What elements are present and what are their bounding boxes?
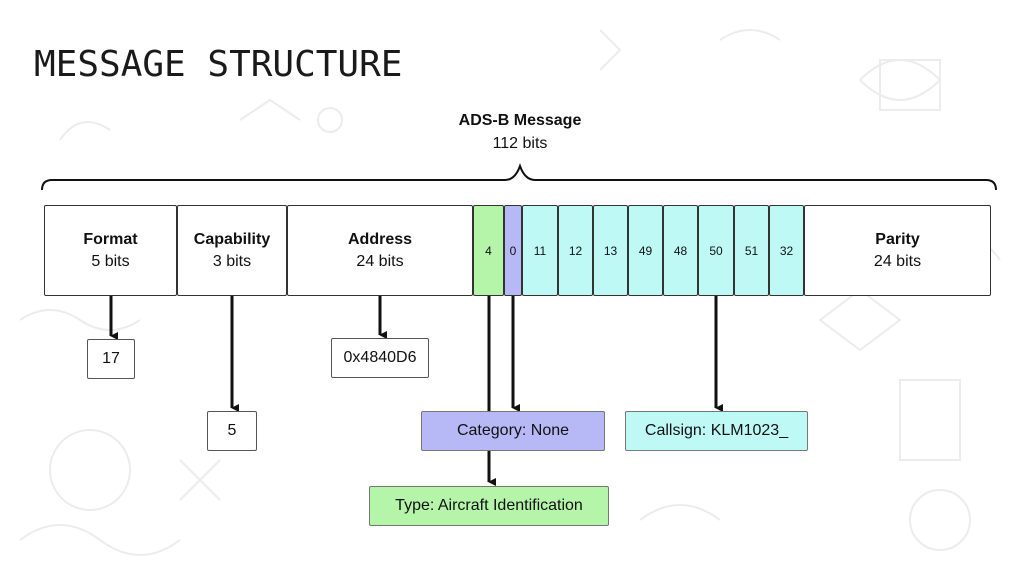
address-field-name: Address (347, 230, 413, 248)
capability-value: 5 (207, 411, 257, 451)
address-field: Address 24 bits (287, 205, 473, 296)
data-byte: 12 (558, 205, 593, 296)
data-byte: 4 (473, 205, 504, 296)
callsign-value: Callsign: KLM1023_ (625, 411, 808, 451)
category-value: Category: None (421, 411, 605, 451)
data-byte: 48 (663, 205, 698, 296)
data-byte: 0 (504, 205, 522, 296)
parity-field-name: Parity (875, 230, 920, 248)
message-size: 112 bits (492, 135, 548, 152)
data-byte: 49 (628, 205, 663, 296)
format-field: Format 5 bits (44, 205, 177, 296)
message-title: ADS-B Message (458, 112, 582, 129)
data-byte: 32 (769, 205, 804, 296)
data-byte: 50 (698, 205, 734, 296)
type-value: Type: Aircraft Identification (369, 486, 609, 526)
capability-field: Capability 3 bits (177, 205, 287, 296)
page-title: MESSAGE STRUCTURE (34, 44, 403, 85)
capability-field-bits: 3 bits (212, 252, 252, 270)
data-byte: 13 (593, 205, 628, 296)
parity-field-bits: 24 bits (873, 252, 922, 270)
message-brace (41, 163, 997, 191)
data-byte: 51 (734, 205, 769, 296)
capability-field-name: Capability (193, 230, 271, 248)
format-field-bits: 5 bits (91, 252, 130, 270)
format-field-name: Format (83, 230, 138, 248)
parity-field: Parity 24 bits (804, 205, 991, 296)
address-value: 0x4840D6 (331, 338, 429, 378)
data-byte: 11 (522, 205, 558, 296)
address-field-bits: 24 bits (356, 252, 404, 270)
format-value: 17 (87, 339, 135, 379)
